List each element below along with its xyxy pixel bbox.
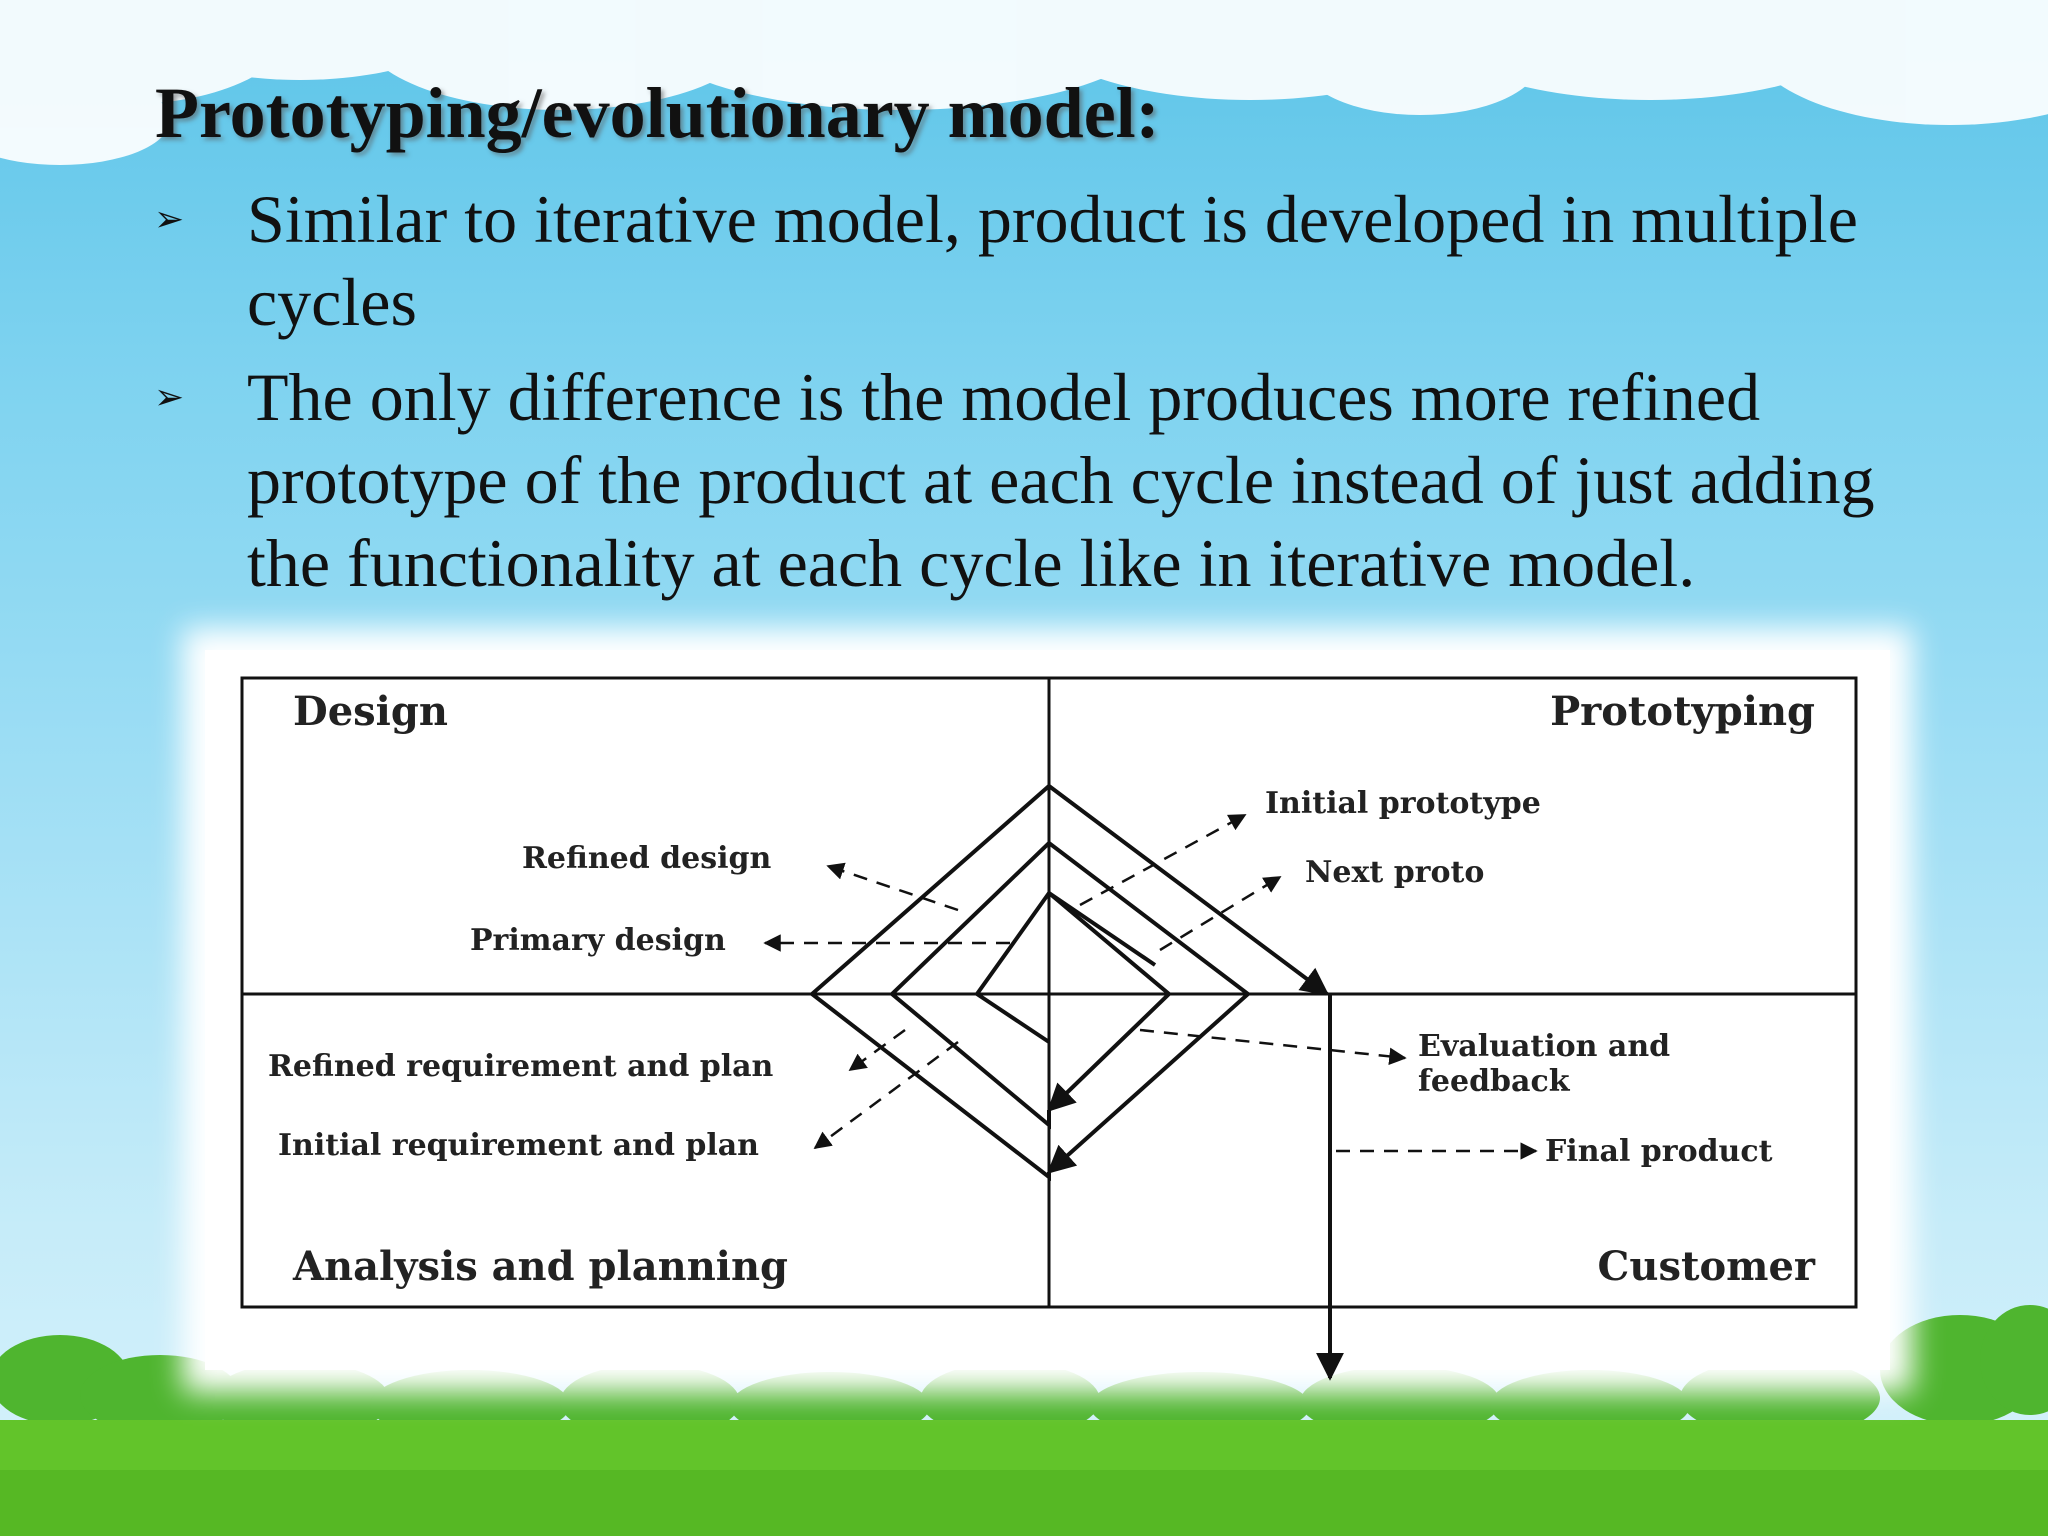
clouds xyxy=(0,0,2048,165)
primary-design-label: Primary design xyxy=(470,923,726,958)
arrow-bullet-icon: ➢ xyxy=(154,377,185,417)
spiral-path xyxy=(808,783,1344,1381)
quadrant-frame xyxy=(240,676,1858,1309)
bullet-line: the functionality at each cycle like in … xyxy=(247,525,1696,601)
bullet-line: Similar to iterative model, product is d… xyxy=(247,181,1858,257)
evaluation-label-line2: feedback xyxy=(1418,1064,1571,1099)
final-product-label: Final product xyxy=(1545,1134,1773,1169)
outer-cycle xyxy=(808,783,1330,1182)
refined-requirement-label: Refined requirement and plan xyxy=(268,1049,774,1084)
bullet-item: ➢ Similar to iterative model, product is… xyxy=(150,178,1950,344)
slide-title: Prototyping/evolutionary model: xyxy=(155,73,1160,153)
middle-cycle xyxy=(889,840,1252,1174)
bullet-line: prototype of the product at each cycle i… xyxy=(247,442,1875,518)
dashed-pointers xyxy=(763,813,1538,1160)
evaluation-label-line1: Evaluation and xyxy=(1418,1029,1670,1064)
bullet-line: The only difference is the model produce… xyxy=(247,359,1761,435)
bullet-line: cycles xyxy=(247,264,417,340)
bullet-list: ➢ Similar to iterative model, product is… xyxy=(150,178,1950,617)
inner-cycle xyxy=(974,890,1172,1112)
next-proto-label: Next proto xyxy=(1305,855,1484,890)
inner-to-prototype xyxy=(1047,891,1157,967)
quadrant-prototyping-label: Prototyping xyxy=(1550,688,1815,735)
quadrant-analysis-label: Analysis and planning xyxy=(292,1243,788,1290)
quadrant-design-label: Design xyxy=(293,688,448,735)
initial-requirement-label: Initial requirement and plan xyxy=(278,1128,759,1163)
quadrant-customer-label: Customer xyxy=(1598,1243,1816,1290)
arrow-bullet-icon: ➢ xyxy=(154,199,185,239)
bullet-item: ➢ The only difference is the model produ… xyxy=(150,356,1950,605)
refined-design-label: Refined design xyxy=(522,841,771,876)
initial-prototype-label: Initial prototype xyxy=(1265,786,1541,821)
